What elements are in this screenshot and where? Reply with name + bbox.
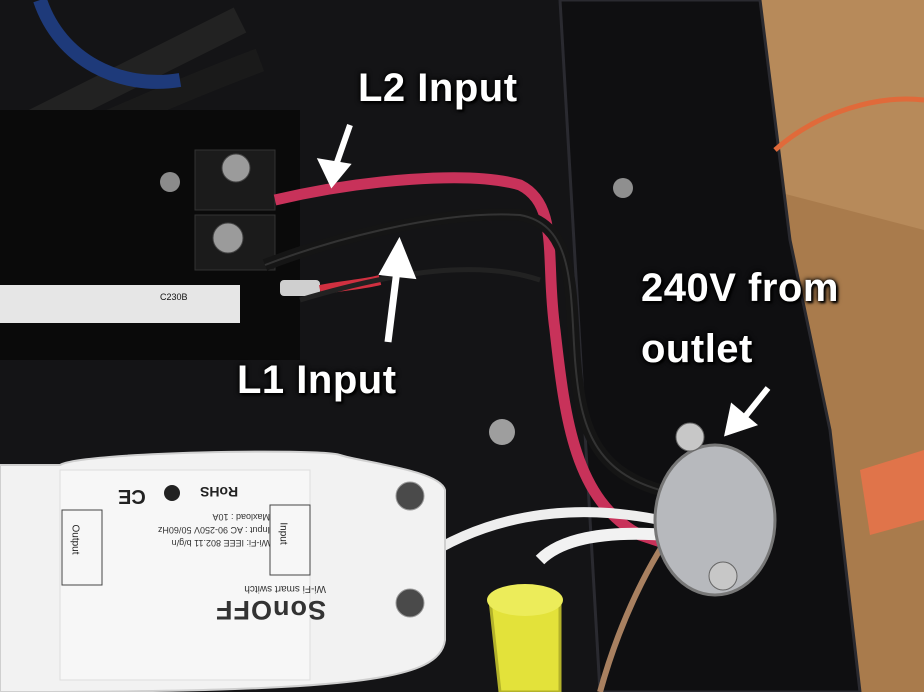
input-terminal-box xyxy=(269,504,311,576)
annotation-240v-source: 240V from outlet xyxy=(641,266,839,371)
thin-black-wire xyxy=(299,267,541,303)
annotation-l1-input: L1 Input xyxy=(237,358,397,402)
module-screw-bottom xyxy=(395,588,425,618)
sonoff-spec-text: Wi-Fi: IEEE 802.11 b/g/n Input : AC 90-2… xyxy=(110,510,270,549)
cable-clamp xyxy=(653,443,777,597)
relay-mount-screw xyxy=(160,172,180,192)
output-tag: Output xyxy=(69,524,81,555)
mount-screw-2 xyxy=(489,419,515,445)
mount-screw-1 xyxy=(613,178,633,198)
orange-wire xyxy=(773,96,924,152)
sonoff-label-text: SonOFF Wi-Fi smart switch xyxy=(96,583,326,625)
sonoff-spec-wifi: Wi-Fi: IEEE 802.11 b/g/n xyxy=(171,538,270,548)
terminal-screw-bottom xyxy=(212,222,244,254)
sonoff-subtitle: Wi-Fi smart switch xyxy=(244,583,326,594)
wire-nut-top xyxy=(487,584,563,616)
sonoff-brand: SonOFF xyxy=(215,595,326,625)
arrow-240v xyxy=(723,386,771,437)
orange-cord xyxy=(860,450,924,535)
input-tag: Input xyxy=(277,522,289,545)
clamp-screw-bottom xyxy=(708,561,738,591)
led-indicator xyxy=(164,485,180,501)
ce-mark: CE xyxy=(118,485,146,507)
annotation-l2-input: L2 Input xyxy=(358,66,518,110)
rohs-mark: RoHS xyxy=(200,484,239,500)
relay-model-label: C230B xyxy=(160,292,188,302)
sonoff-spec-input: Input : AC 90-250V 50/60Hz xyxy=(157,525,270,535)
output-terminal-box xyxy=(61,509,103,586)
arrow-l1 xyxy=(378,236,417,343)
module-screw-top xyxy=(395,481,425,511)
clamp-screw-top xyxy=(675,422,705,452)
blue-cable xyxy=(33,0,182,89)
white-wire-2 xyxy=(535,527,671,565)
terminal-screw-top xyxy=(221,153,251,183)
relay-label-sticker xyxy=(0,285,240,323)
tabletop-shadow xyxy=(770,190,924,692)
arrow-l2 xyxy=(316,124,353,189)
red-wire-l2 xyxy=(273,172,702,561)
red-wire-terminal-metal xyxy=(280,280,320,296)
sonoff-spec-maxload: Maxload : 10A xyxy=(212,512,270,522)
